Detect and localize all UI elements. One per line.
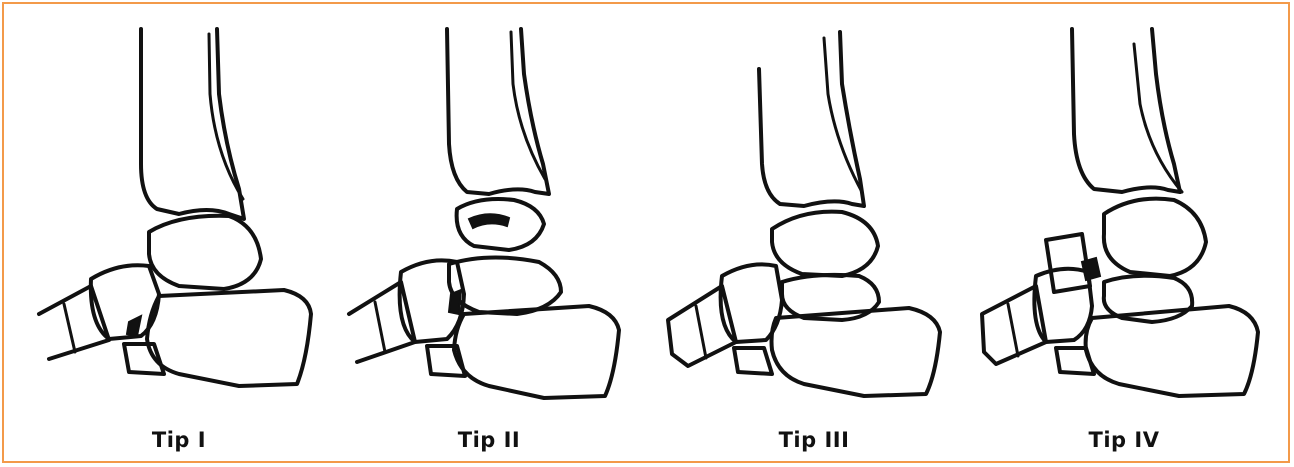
panel-tip-3: Tip III: [664, 14, 964, 454]
ankle-illustration-tip-1: [29, 14, 329, 414]
caption-tip-3: Tip III: [664, 428, 964, 452]
panel-tip-4: Tip IV: [974, 14, 1274, 454]
ankle-illustration-tip-3: [664, 14, 964, 414]
caption-tip-2: Tip II: [339, 428, 639, 452]
caption-tip-4: Tip IV: [974, 428, 1274, 452]
panel-tip-2: Tip II: [339, 14, 639, 454]
caption-tip-1: Tip I: [29, 428, 329, 452]
panel-tip-1: Tip I: [29, 14, 329, 454]
ankle-illustration-tip-2: [339, 14, 639, 414]
ankle-illustration-tip-4: [974, 14, 1274, 414]
